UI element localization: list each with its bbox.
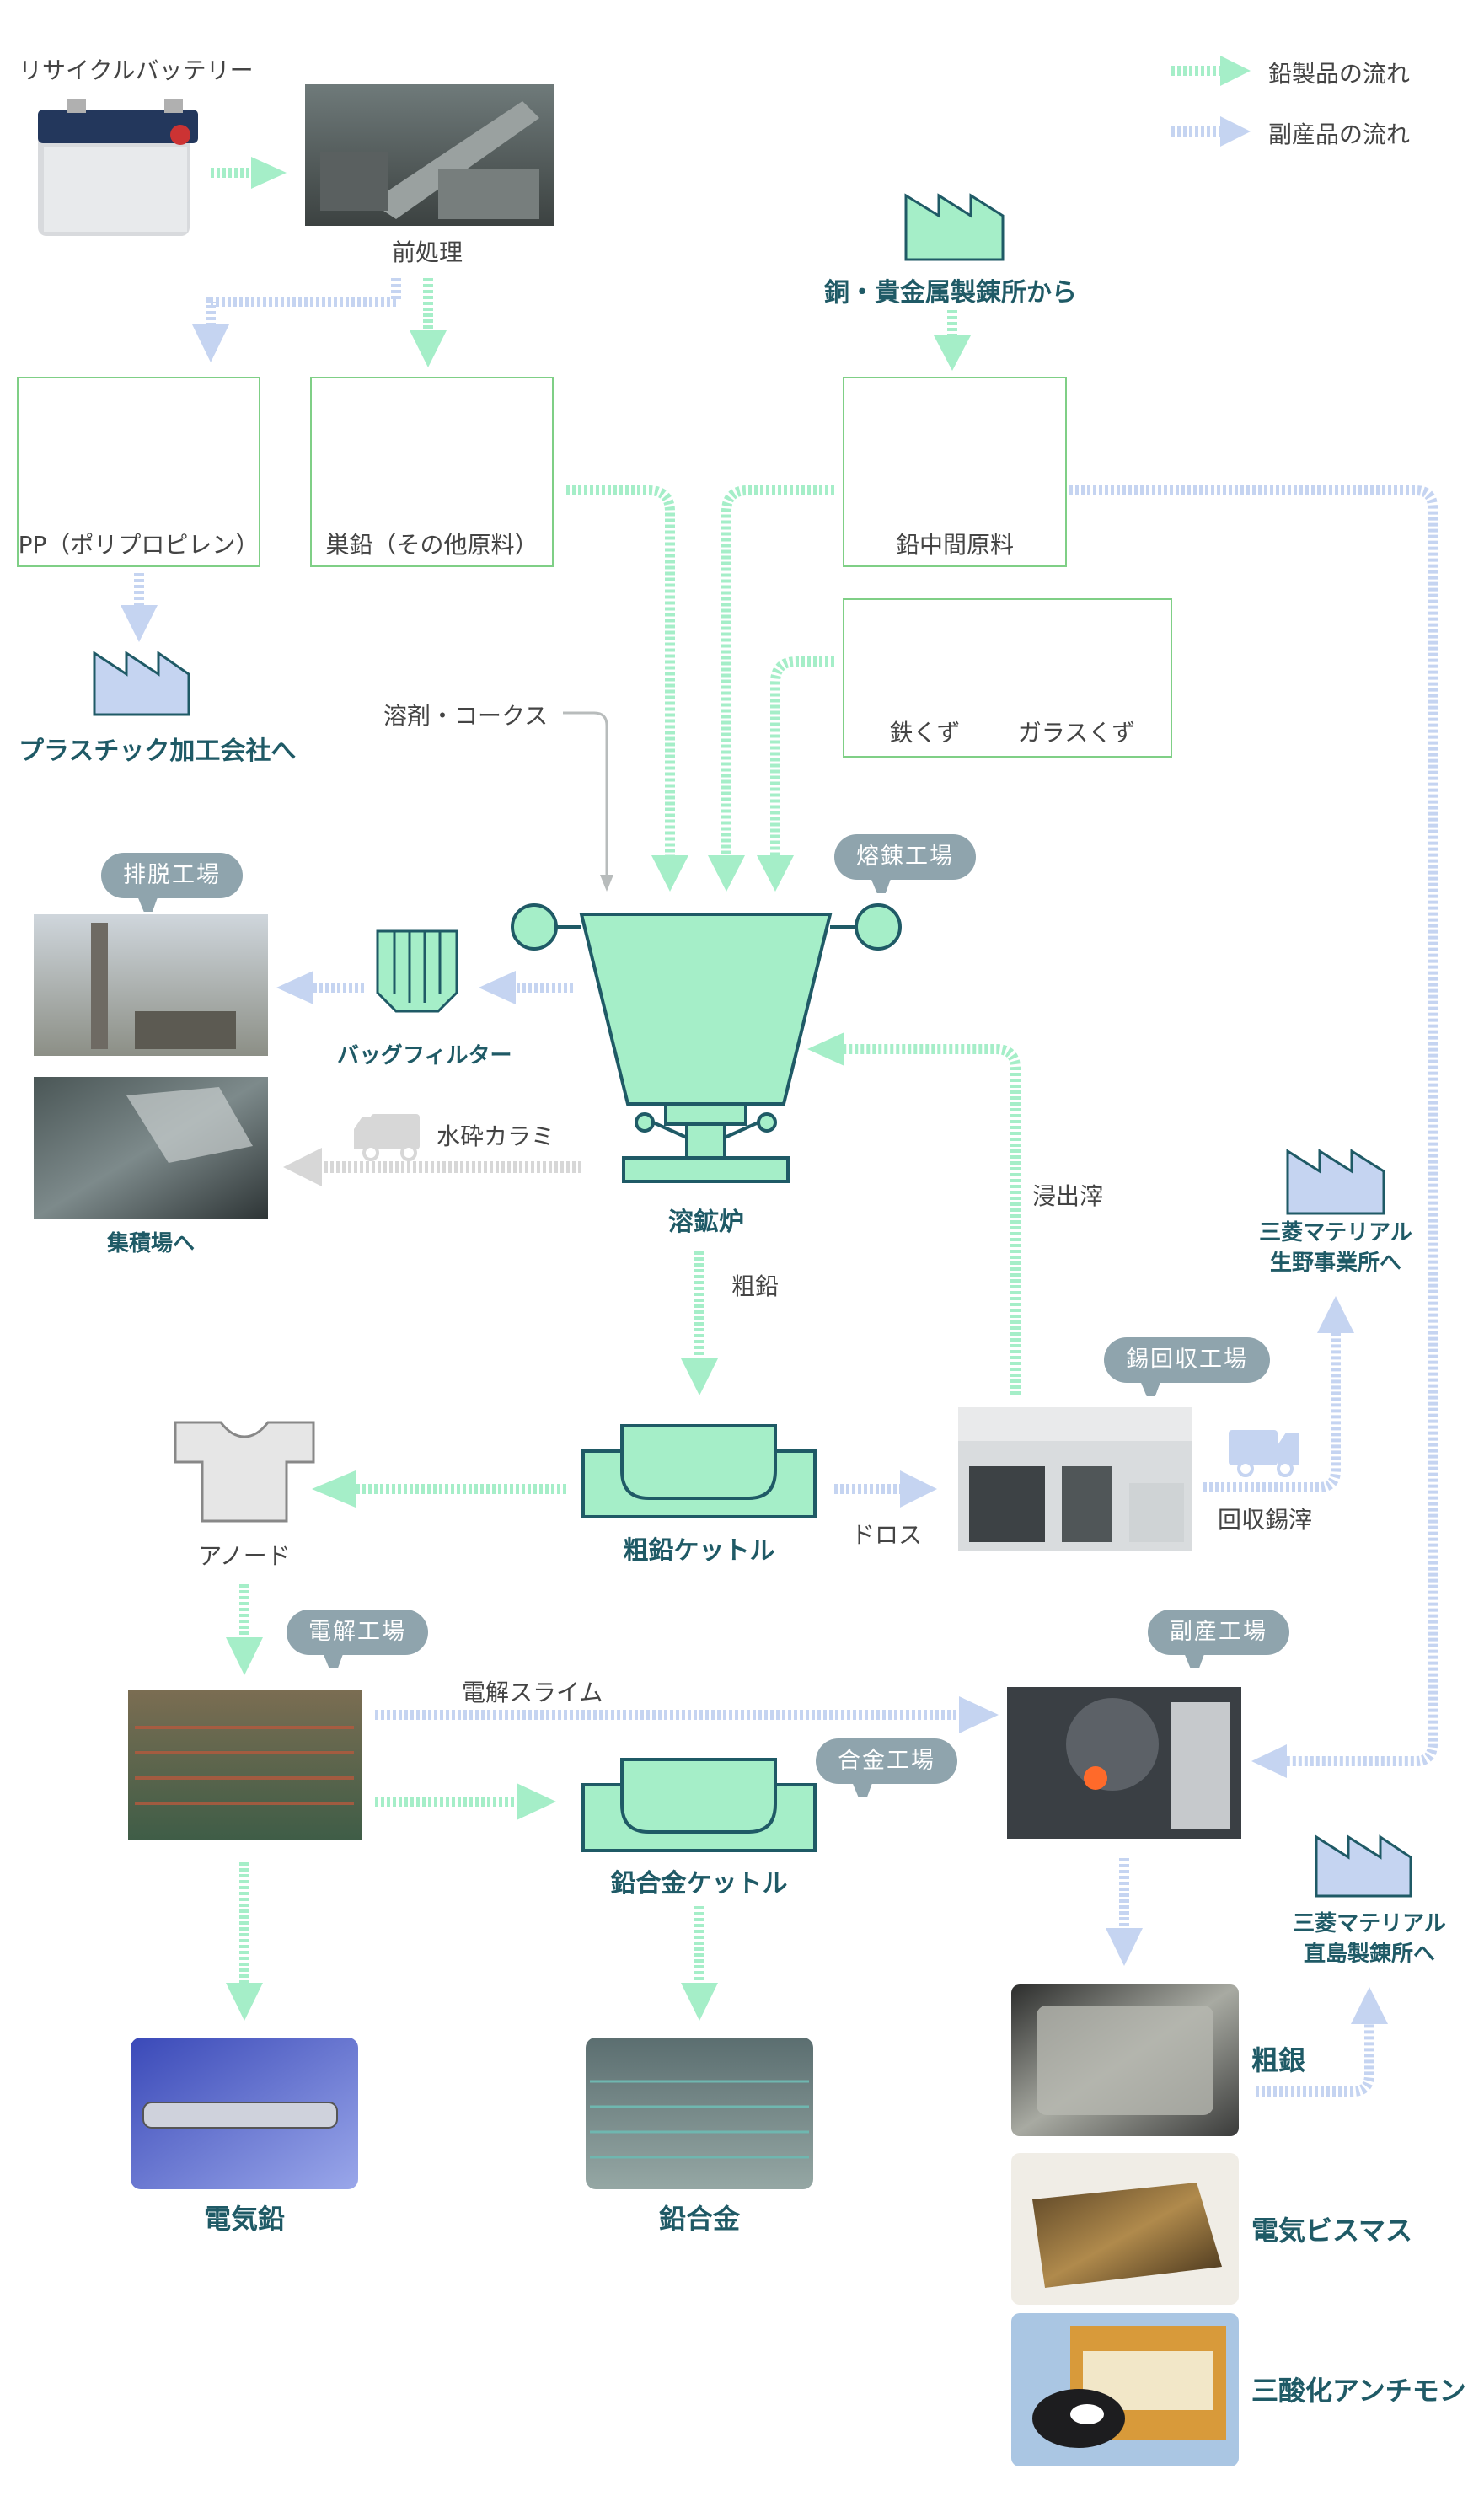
- byproduct-plant-photo: [1007, 1687, 1241, 1839]
- arrow-leach-furnace: [807, 1032, 1021, 1395]
- nest-lead-box: [310, 377, 554, 567]
- arrow-tin-ikuno: [1203, 1296, 1354, 1492]
- naoshima-label: 三菱マテリアル 直島製錬所へ: [1293, 1911, 1446, 1967]
- crude-silver-photo: [1011, 1984, 1239, 2136]
- arrow-electro-lead: [226, 1862, 263, 2021]
- electrolysis-photo: [128, 1690, 362, 1840]
- electrolysis-plant-tag: 電解工場: [287, 1610, 428, 1655]
- arrow-flux-furnace: [563, 711, 613, 892]
- antimony-photo: [1011, 2313, 1239, 2466]
- lead-alloy-label: 鉛合金: [658, 2203, 740, 2235]
- slime-label: 電解スライム: [462, 1679, 603, 1706]
- bismuth-photo: [1011, 2153, 1239, 2305]
- water-slag-label: 水砕カラミ: [437, 1122, 555, 1150]
- lead-intermediate-box: [843, 377, 1067, 567]
- crude-kettle-icon: [581, 1424, 817, 1518]
- arrow-electro-alloy: [375, 1783, 556, 1820]
- crude-lead-label: 粗鉛: [731, 1272, 780, 1300]
- arrow-pre-to-nest: [410, 278, 447, 367]
- legend-main-label: 鉛製品の流れ: [1268, 60, 1411, 88]
- factory-icon-naoshima: [1315, 1834, 1412, 1898]
- arrow-kettle-alloy: [681, 1906, 718, 2021]
- recovered-tin-label: 回収錫滓: [1218, 1506, 1313, 1534]
- copper-refinery-label: 銅・貴金属製錬所から: [824, 278, 1077, 308]
- anode-label: アノード: [198, 1542, 291, 1570]
- arrow-battery-pre: [211, 157, 287, 189]
- crude-kettle-label: 粗鉛ケットル: [623, 1536, 775, 1566]
- lead-alloy-photo: [586, 2038, 813, 2189]
- dross-label: ドロス: [851, 1521, 923, 1549]
- arrow-anode-electro: [226, 1584, 263, 1675]
- tin-plant-photo: [958, 1407, 1192, 1551]
- pretreatment-label: 前処理: [392, 238, 463, 266]
- pretreatment-photo: [305, 84, 554, 226]
- arrow-furnace-bag: [479, 971, 573, 1004]
- arrow-kettle-tin: [834, 1470, 937, 1508]
- battery-icon: [38, 99, 198, 236]
- arrow-pre-to-pp: [192, 278, 401, 362]
- exhaust-plant-tag: 排脱工場: [101, 853, 243, 898]
- nest-lead-label: 巣鉛（その他原料）: [325, 531, 538, 559]
- legend-byproduct-label: 副産品の流れ: [1268, 121, 1411, 148]
- alloy-plant-tag: 合金工場: [816, 1738, 957, 1784]
- arrow-copper-intermediate: [934, 310, 971, 371]
- electric-lead-label: 電気鉛: [203, 2203, 285, 2235]
- crude-silver-label: 粗銀: [1251, 2044, 1306, 2076]
- arrow-kettle-anode: [312, 1470, 566, 1508]
- electric-lead-photo: [131, 2038, 358, 2189]
- flux-coke-label: 溶剤・コークス: [383, 702, 549, 730]
- factory-icon-plastic: [93, 651, 190, 716]
- leach-residue-label: 浸出滓: [1032, 1182, 1104, 1210]
- pp-box: [17, 377, 260, 567]
- smelting-plant-tag: 熔錬工場: [834, 834, 976, 880]
- arrow-furnace-kettle: [681, 1251, 718, 1395]
- truck-icon-tin: [1229, 1430, 1299, 1477]
- pp-label: PP（ポリプロピレン）: [18, 531, 260, 559]
- arrow-nest-furnace: [566, 485, 688, 892]
- lead-intermediate-label: 鉛中間原料: [895, 531, 1014, 559]
- alloy-kettle-icon: [581, 1758, 817, 1852]
- battery-label: リサイクルバッテリー: [19, 56, 254, 84]
- legend-main-arrow: [1171, 56, 1251, 86]
- arrow-intermediate-byproduct: [1063, 485, 1438, 1778]
- iron-scrap-label: 鉄くず: [889, 719, 961, 747]
- arrow-bag-exhaust: [276, 971, 364, 1004]
- factory-icon-copper: [904, 193, 1005, 261]
- exhaust-plant-photo: [34, 914, 268, 1056]
- bismuth-label: 電気ビスマス: [1251, 2215, 1413, 2247]
- to-yard-label: 集積場へ: [106, 1231, 195, 1256]
- arrow-intermediate-furnace: [708, 485, 834, 892]
- antimony-label: 三酸化アンチモン: [1251, 2375, 1466, 2407]
- furnace-icon: [511, 903, 902, 1183]
- anode-icon: [174, 1421, 315, 1523]
- legend-byproduct-arrow: [1171, 116, 1251, 147]
- bag-filter-label: バッグフィルター: [337, 1043, 512, 1069]
- factory-icon-ikuno: [1286, 1149, 1385, 1215]
- scrap-box: [843, 598, 1172, 758]
- truck-icon-slag: [354, 1114, 420, 1161]
- slag-yard-photo: [34, 1077, 268, 1219]
- tin-plant-tag: 錫回収工場: [1104, 1337, 1270, 1383]
- plastic-company-label: プラスチック加工会社へ: [19, 736, 297, 766]
- arrow-electro-slime: [375, 1696, 999, 1733]
- glass-scrap-label: ガラスくず: [1017, 719, 1136, 747]
- bag-filter-icon: [376, 929, 458, 1013]
- arrow-byproduct-products: [1106, 1858, 1143, 1966]
- alloy-kettle-label: 鉛合金ケットル: [610, 1869, 788, 1899]
- furnace-label: 溶鉱炉: [668, 1208, 744, 1237]
- byproduct-plant-tag: 副産工場: [1148, 1610, 1289, 1655]
- arrow-furnace-slag: [283, 1148, 581, 1186]
- ikuno-label: 三菱マテリアル 生野事業所へ: [1259, 1220, 1412, 1276]
- arrow-silver-naoshima: [1256, 1987, 1388, 2097]
- arrow-scrap-furnace: [757, 656, 834, 892]
- arrow-pp-plastic: [121, 573, 158, 642]
